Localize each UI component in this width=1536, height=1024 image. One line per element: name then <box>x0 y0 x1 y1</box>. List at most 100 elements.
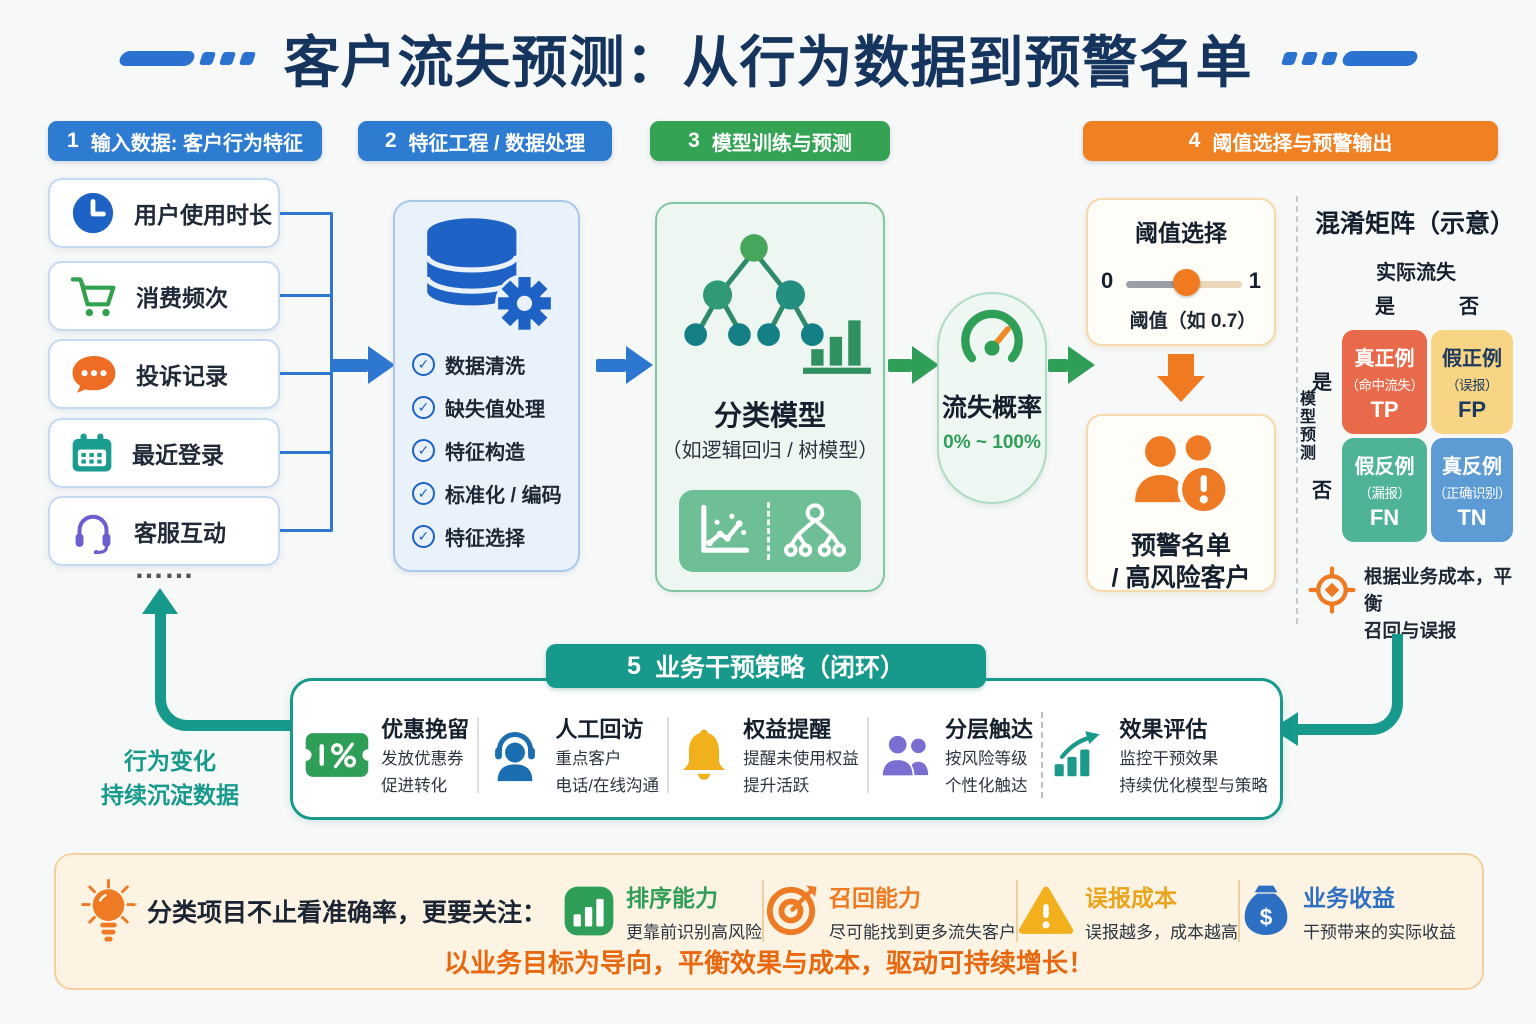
step-badge-2: 2 特征工程 / 数据处理 <box>358 121 612 161</box>
strategy-benefit-reminder: 权益提醒 提醒未使用权益 提升活跃 <box>677 712 859 798</box>
connector-line <box>280 294 332 297</box>
check-circle-icon <box>412 525 435 548</box>
sort-bars-icon <box>564 886 614 936</box>
input-label: 最近登录 <box>132 442 224 468</box>
strategy-evaluation: 效果评估 监控干预效果 持续优化模型与策略 <box>1051 712 1268 798</box>
feature-steps-list: 数据清洗 缺失值处理 特征构造 标准化 / 编码 特征选择 <box>412 350 562 551</box>
down-arrow-head <box>1157 376 1205 402</box>
model-card: 分类模型 （如逻辑回归 / 树模型） <box>655 202 885 592</box>
input-card-frequency: 消费频次 <box>48 261 280 331</box>
input-label: 用户使用时长 <box>134 202 272 228</box>
alert-users-icon <box>1135 435 1230 516</box>
panel-divider <box>766 502 770 560</box>
input-label: 客服互动 <box>134 520 226 546</box>
footer-item-revenue: $ 业务收益 干预带来的实际收益 <box>1240 879 1456 943</box>
strategy-callback: 人工回访 重点客户 电话/在线沟通 <box>487 712 659 798</box>
strategy-separator <box>667 717 670 793</box>
step-label: 模型训练与预测 <box>711 132 852 155</box>
slider-min-label: 0 <box>1101 268 1114 293</box>
feature-step: 特征选择 <box>412 522 562 551</box>
footer-item-ranking: 排序能力 更靠前识别高风险 <box>563 879 762 943</box>
page-title: 客户流失预测：从行为数据到预警名单 <box>283 31 1253 94</box>
step-label: 特征工程 / 数据处理 <box>408 132 586 155</box>
input-card-complaints: 投诉记录 <box>48 339 280 409</box>
scatter-plot-icon <box>700 504 749 553</box>
matrix-row-yes: 是 <box>1312 372 1332 394</box>
flow-arrow-3-head <box>912 346 939 384</box>
users-icon <box>880 734 929 778</box>
cart-icon <box>70 277 116 317</box>
threshold-slider-knob <box>1173 269 1200 296</box>
money-bag-icon: $ <box>1244 885 1288 935</box>
loop-arrow-up-head <box>142 588 178 614</box>
strategy-separator-dashed <box>1041 712 1044 798</box>
matrix-cell-tp: 真正例 （命中流失） TP <box>1342 330 1427 434</box>
warning-list-card: 预警名单 / 高风险客户 <box>1086 414 1276 592</box>
footer-separator <box>1238 880 1240 942</box>
clock-icon <box>72 192 114 234</box>
more-inputs-ellipsis: …… <box>134 552 194 585</box>
down-arrow <box>1168 354 1194 376</box>
strategy-coupon: 优惠挽留 发放优惠券 促进转化 <box>305 712 469 798</box>
check-circle-icon <box>412 353 435 376</box>
tree-diagram-icon <box>684 234 824 346</box>
connector-bracket <box>330 212 333 532</box>
footer-row: 分类项目不止看准确率，更要关注： 排序能力 更靠前识别高风险 <box>78 865 1456 957</box>
footer-item-recall: 召回能力 尽可能找到更多流失客户 <box>764 879 1016 943</box>
step-label: 阈值选择与预警输出 <box>1212 132 1393 155</box>
probability-title: 流失概率 <box>941 394 1042 422</box>
connector-line <box>280 212 332 215</box>
step-badge-5: 5 业务干预策略（闭环） <box>546 644 986 688</box>
matrix-row-no: 否 <box>1312 480 1332 502</box>
matrix-actual-label: 实际流失 <box>1376 262 1456 284</box>
target-crosshair-icon <box>1308 566 1356 614</box>
feedback-label: 行为变化 持续沉淀数据 <box>101 748 239 808</box>
mini-tree-icon <box>784 503 847 557</box>
database-gear-icon <box>424 218 554 333</box>
matrix-note: 根据业务成本，平衡 召回与误报 <box>1364 566 1513 641</box>
title-dashes-left <box>117 51 256 66</box>
check-circle-icon <box>412 439 435 462</box>
bullseye-icon <box>766 885 817 936</box>
loop-path-right <box>1292 634 1403 735</box>
threshold-card: 阈值选择 0 1 阈值（如 0.7） <box>1086 198 1276 346</box>
model-icons-panel <box>679 490 861 572</box>
bar-chart-icon <box>803 320 871 374</box>
coupon-icon <box>305 733 370 777</box>
connector-line <box>280 529 332 532</box>
title-dashes-right <box>1280 51 1419 66</box>
lightbulb-icon <box>81 879 136 942</box>
matrix-cell-fp: 假正例 （误报） FP <box>1431 330 1513 434</box>
footer-separator <box>1016 880 1018 942</box>
churn-probability-card: 流失概率 0% ~ 100% <box>937 292 1047 504</box>
footer-items: 排序能力 更靠前识别高风险 召回能力 尽可能找到更多流失客户 <box>563 879 1456 943</box>
gauge-icon <box>961 309 1023 363</box>
connector-line <box>280 451 332 454</box>
input-label: 消费频次 <box>136 285 228 311</box>
step-badge-1: 1 输入数据: 客户行为特征 <box>48 121 322 161</box>
matrix-col-no: 否 <box>1459 296 1479 318</box>
check-circle-icon <box>412 396 435 419</box>
threshold-caption: 阈值（如 0.7） <box>1129 311 1257 332</box>
step-label: 输入数据: 客户行为特征 <box>90 132 303 155</box>
header: 客户流失预测：从行为数据到预警名单 <box>0 18 1536 99</box>
strategy-row: 优惠挽留 发放优惠券 促进转化 人工回访 重点客户 电话/在线沟通 <box>301 701 1272 809</box>
feature-step: 数据清洗 <box>412 350 562 379</box>
warning-line1: 预警名单 <box>1130 532 1231 560</box>
flow-arrow-3 <box>888 359 912 372</box>
footer-separator <box>762 880 764 942</box>
flow-arrow-2-head <box>626 346 653 384</box>
footer-tagline: 以业务目标为导向，平衡效果与成本，驱动可持续增长！ <box>443 948 1094 978</box>
calendar-icon <box>72 433 112 472</box>
footer-item-false-alarm: 误报成本 误报越多，成本越高 <box>1018 879 1238 943</box>
step-badge-4: 4 阈值选择与预警输出 <box>1083 121 1498 161</box>
svg-text:$: $ <box>1260 904 1273 930</box>
loop-path-left <box>155 612 292 731</box>
slider-max-label: 1 <box>1248 268 1261 293</box>
flow-arrow-4 <box>1048 359 1068 372</box>
input-label: 投诉记录 <box>136 363 228 389</box>
footer-lead: 分类项目不止看准确率，更要关注： <box>146 899 547 927</box>
flow-arrow-1 <box>330 359 368 372</box>
strategy-box: 优惠挽留 发放优惠券 促进转化 人工回访 重点客户 电话/在线沟通 <box>290 678 1283 820</box>
